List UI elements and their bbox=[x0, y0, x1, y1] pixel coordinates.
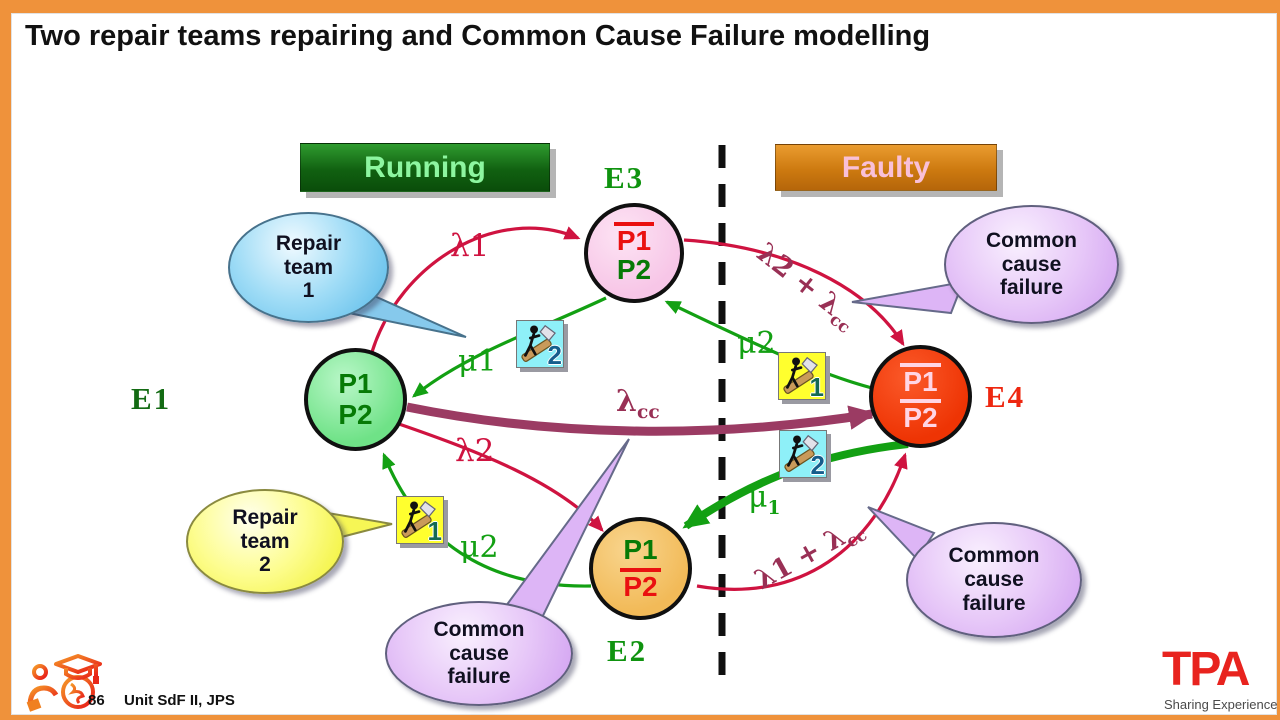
frame-bottom bbox=[0, 715, 1280, 720]
rate-mu2-left-text: μ2 bbox=[460, 530, 499, 565]
rate-lambda1: λ1 bbox=[450, 228, 489, 268]
ccf-bottom-middle-text: Common cause failure bbox=[433, 617, 525, 689]
repair-team-1-callout: Repair team 1 bbox=[228, 212, 389, 323]
arrow-mu2-e4-e3 bbox=[664, 300, 873, 390]
rate-mu2-right-text: μ2 bbox=[737, 326, 776, 361]
arrow-lambda2cc-e3-e4 bbox=[683, 238, 905, 347]
state-e1: P1 P2 bbox=[304, 348, 407, 451]
common-cause-failure-callout-top-right: Common cause failure bbox=[944, 205, 1119, 324]
rate-lambda1-text: λ1 bbox=[450, 228, 490, 264]
course-label: Unit SdF II, JPS bbox=[124, 692, 235, 709]
rate-mu1-right-text: μ bbox=[748, 480, 768, 515]
state-e2-line2-negated: P2 bbox=[620, 568, 661, 602]
running-section-label: Running bbox=[300, 143, 550, 192]
state-e3-line2: P2 bbox=[616, 254, 652, 286]
slide-title: Two repair teams repairing and Common Ca… bbox=[25, 20, 931, 52]
common-cause-failure-callout-bottom-right: Common cause failure bbox=[906, 522, 1082, 638]
worker-hammer-icon bbox=[521, 324, 556, 362]
state-e2-name: E2 bbox=[607, 633, 648, 668]
rate-mu1-right-sub: 1 bbox=[767, 498, 781, 519]
running-text: Running bbox=[364, 150, 486, 184]
arrow-lambda1cc-e2-e4 bbox=[696, 452, 908, 591]
state-e4-line1-negated: P1 bbox=[900, 362, 941, 397]
tpa-logo: TPA bbox=[1162, 643, 1250, 696]
worker-hammer-icon bbox=[401, 500, 436, 538]
rate-lambda-cc-sub: cc bbox=[637, 402, 660, 423]
worker-badge-number: 1 bbox=[809, 372, 824, 402]
state-e1-line2: P2 bbox=[338, 398, 373, 430]
state-e1-line1: P1 bbox=[338, 367, 373, 399]
frame-right bbox=[1277, 0, 1280, 720]
state-e4-name: E4 bbox=[985, 379, 1026, 414]
repair-team-1-text: Repair team 1 bbox=[275, 231, 342, 303]
repair-team-2-callout: Repair team 2 bbox=[186, 489, 344, 594]
faulty-text: Faulty bbox=[841, 150, 931, 184]
frame-left bbox=[0, 0, 11, 720]
worker-badge-number: 2 bbox=[547, 340, 562, 370]
state-e3-line1-negated: P1 bbox=[613, 221, 655, 256]
worker-badge-number: 2 bbox=[810, 450, 825, 480]
rate-mu2-left: μ2 bbox=[460, 530, 499, 569]
tpa-tagline: Sharing Experience bbox=[1164, 697, 1278, 712]
rate-mu1-top: μ1 bbox=[458, 344, 497, 383]
state-e3: P1 P2 bbox=[584, 203, 684, 303]
faulty-section-label: Faulty bbox=[775, 144, 997, 191]
state-e4: P1 P2 bbox=[869, 345, 972, 448]
repair-worker-icon-left-lower: 1 bbox=[396, 496, 444, 546]
worker-badge-number: 1 bbox=[427, 516, 442, 546]
repair-team-2-text: Repair team 2 bbox=[232, 505, 298, 577]
ccf-bottom-right-text: Common cause failure bbox=[948, 544, 1040, 615]
state-e2-line1: P1 bbox=[623, 534, 658, 566]
rate-lambda-cc-text: λ bbox=[616, 384, 638, 419]
state-e3-name: E3 bbox=[604, 160, 645, 195]
state-e1-name: E1 bbox=[131, 381, 172, 416]
state-e2: P1 P2 bbox=[589, 517, 692, 620]
repair-worker-icon-right-upper: 1 bbox=[778, 352, 826, 402]
common-cause-failure-callout-bottom-middle: Common cause failure bbox=[385, 601, 573, 706]
rate-mu1-top-text: μ1 bbox=[458, 344, 497, 379]
arrow-mu1-e3-e1 bbox=[411, 296, 607, 398]
frame-top bbox=[0, 0, 1280, 13]
ccf-top-right-callout-tail bbox=[851, 280, 965, 315]
rate-mu2-right: μ2 bbox=[737, 326, 776, 365]
page-number: 86 bbox=[88, 692, 105, 709]
worker-hammer-icon bbox=[784, 434, 819, 472]
state-e4-line2-negated: P2 bbox=[900, 398, 941, 433]
repair-worker-icon-top-middle: 2 bbox=[516, 320, 564, 370]
rate-mu1-right: μ1 bbox=[748, 480, 780, 519]
rate-lambda2: λ2 bbox=[455, 433, 494, 473]
education-logo bbox=[26, 654, 102, 712]
repair-worker-icon-right-lower: 2 bbox=[779, 430, 827, 480]
rate-lambda-cc: λcc bbox=[616, 384, 660, 423]
arrow-lambdacc-e1-e4 bbox=[406, 402, 877, 436]
worker-hammer-icon bbox=[783, 356, 818, 394]
ccf-top-right-text: Common cause failure bbox=[986, 228, 1077, 300]
rate-lambda2-text: λ2 bbox=[455, 433, 495, 469]
